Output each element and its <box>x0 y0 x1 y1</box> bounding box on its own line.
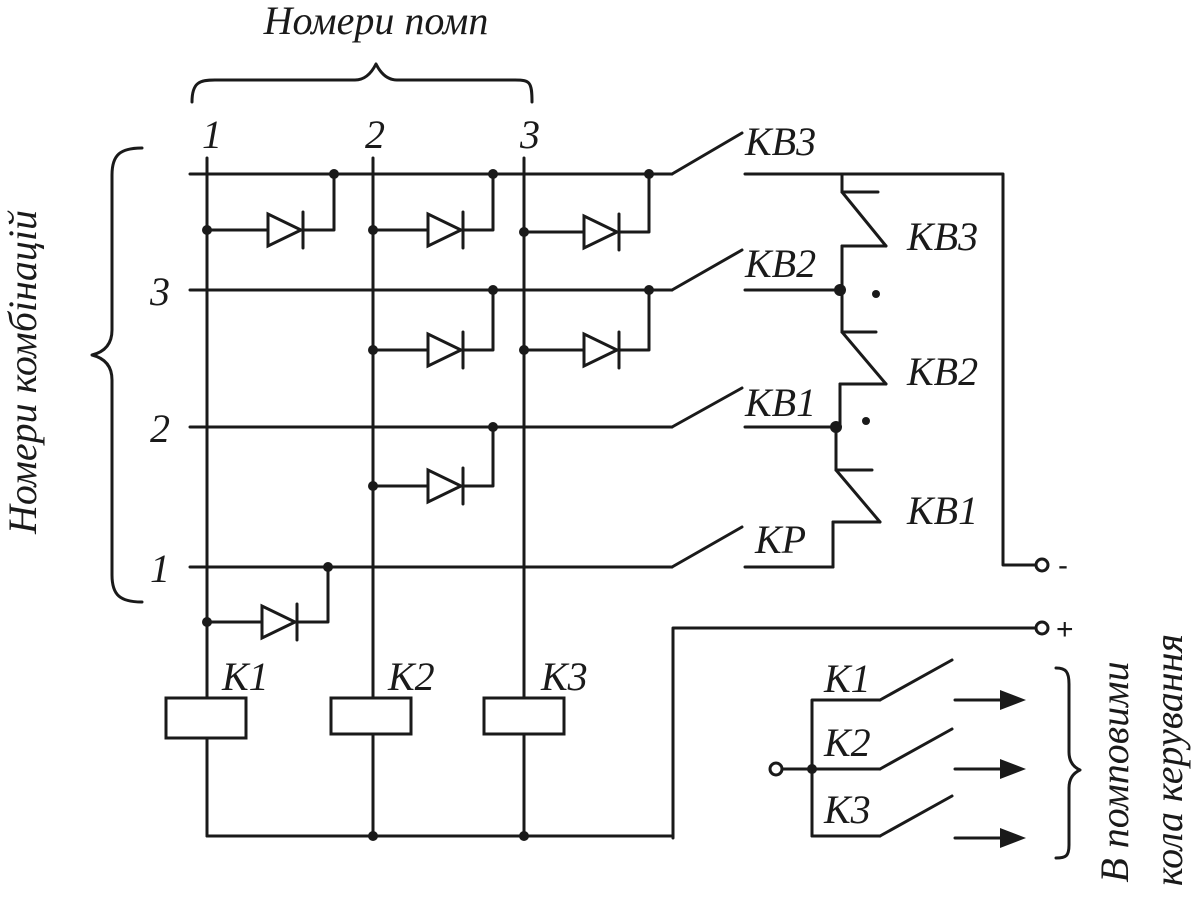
combination-number-2: 2 <box>150 406 170 451</box>
relay-coil-k1 <box>164 696 248 740</box>
combination-number-3: 3 <box>149 269 170 314</box>
kv2-top-label: KB2 <box>744 241 816 286</box>
output-label-k3: K3 <box>823 787 871 832</box>
output-caption-line1: В помповими <box>1092 661 1137 882</box>
coil-return <box>205 732 675 841</box>
diode <box>202 562 333 642</box>
pump-number-3: 3 <box>519 112 540 157</box>
diode <box>368 422 498 506</box>
diode <box>519 285 654 370</box>
plus-terminal <box>1034 620 1050 636</box>
kv3-right-label: KB3 <box>906 214 978 259</box>
plus-supply-line <box>671 626 1038 840</box>
kp-label: KP <box>754 517 806 562</box>
relay-label-k1: K1 <box>221 654 269 699</box>
row-switches <box>670 131 744 569</box>
combinations-heading: Номери комбінацій <box>0 210 45 535</box>
plus-sign: + <box>1056 613 1074 646</box>
output-brace <box>1054 666 1082 860</box>
pump-number-2: 2 <box>365 112 385 157</box>
diode-matrix <box>202 169 654 642</box>
contact-chain <box>743 172 1037 569</box>
relay-coil-k3 <box>482 696 566 736</box>
kv3-top-label: KB3 <box>744 119 816 164</box>
kv2-right-label: KB2 <box>906 349 978 394</box>
relay-label-k3: K3 <box>540 654 588 699</box>
output-caption-line2: кола керування <box>1146 634 1191 886</box>
combinations-brace <box>90 146 144 604</box>
minus-terminal <box>1034 557 1050 573</box>
diode <box>202 169 339 250</box>
relay-coil-k2 <box>329 696 413 736</box>
diode <box>368 169 498 250</box>
combination-number-1: 1 <box>150 546 170 591</box>
output-label-k2: K2 <box>823 720 871 765</box>
minus-sign: - <box>1058 549 1068 582</box>
kv1-top-label: KB1 <box>744 380 816 425</box>
output-contacts <box>768 658 1026 848</box>
pump-number-1: 1 <box>202 112 222 157</box>
pumps-heading: Номери помп <box>263 0 489 43</box>
pumps-brace <box>190 62 534 104</box>
output-label-k1: K1 <box>823 656 871 701</box>
kv1-right-label: KB1 <box>906 488 978 533</box>
relay-label-k2: K2 <box>387 654 435 699</box>
diode <box>368 285 498 370</box>
diode <box>519 169 654 252</box>
